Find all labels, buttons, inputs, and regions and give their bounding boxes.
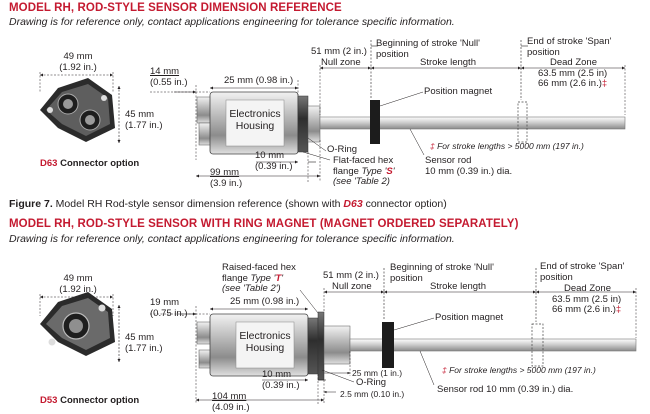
connector-option-label-d53: D53 Connector option <box>40 395 140 406</box>
sensor-rod-label-2: Sensor rod 10 mm (0.39 in.) dia. <box>437 384 574 395</box>
front-height-dim-2: 45 mm (1.77 in.) <box>125 332 163 354</box>
raised-flange-label: Raised-faced hex flange Type 'T' (see 'T… <box>222 262 296 294</box>
connector-front-view-d63 <box>40 78 115 142</box>
connector-front-view-d53 <box>40 292 115 356</box>
front-height-dim-1: 45 mm (1.77 in.) <box>125 109 163 131</box>
begin-stroke-label-1: Beginning of stroke 'Null' position <box>376 38 480 60</box>
front-width-dim-1: 49 mm (1.92 in.) <box>59 51 97 73</box>
overall-dim-2: 104 mm (4.09 in.) <box>212 391 250 413</box>
end-stroke-label-2: End of stroke 'Span' position <box>540 261 625 283</box>
null-zone-label-1: Null zone <box>321 57 361 68</box>
flange-label-1: Flat-faced hex flange Type 'S' (see 'Tab… <box>333 155 395 187</box>
position-magnet-label-2: Position magnet <box>435 312 504 323</box>
dead-zone-dims-2: Dead Zone 63.5 mm (2.5 in) 66 mm (2.6 in… <box>552 283 622 315</box>
stroke-note-1: ‡ For stroke lengths > 5000 mm (197 in.) <box>430 141 584 151</box>
stroke-length-label-2: Stroke length <box>430 281 486 292</box>
gap-2-5-dim: 2.5 mm (0.10 in.) <box>340 389 405 399</box>
sensor-side-view-2 <box>196 311 637 381</box>
figure-7-caption: Figure 7. Model RH Rod-style sensor dime… <box>9 198 447 210</box>
flange-dim-1: 10 mm (0.39 in.) <box>255 150 293 172</box>
dead-zone-dims-1: Dead Zone 63.5 mm (2.5 in) 66 mm (2.6 in… <box>538 57 608 89</box>
section2-subtitle: Drawing is for reference only, contact a… <box>9 233 455 245</box>
housing-dim-1: 25 mm (0.98 in.) <box>224 75 294 86</box>
offset-dim-1: 14 mm (0.55 in.) <box>150 66 188 88</box>
stroke-note-2: ‡ For stroke lengths > 5000 mm (197 in.) <box>442 365 596 375</box>
null-zone-label-2: Null zone <box>332 281 372 292</box>
sensor-side-view-1 <box>196 91 626 155</box>
oring-label-2: O-Ring <box>356 377 387 388</box>
end-stroke-label-1: End of stroke 'Span' position <box>527 36 612 58</box>
sensor-rod-label-1: Sensor rod 10 mm (0.39 in.) dia. <box>425 155 513 177</box>
section1-title: MODEL RH, ROD-STYLE SENSOR DIMENSION REF… <box>9 2 342 14</box>
flange-dim-2: 10 mm (0.39 in.) <box>262 369 300 391</box>
housing-dim-2: 25 mm (0.98 in.) <box>230 296 300 307</box>
begin-stroke-label-2: Beginning of stroke 'Null' position <box>390 262 494 284</box>
section1-subtitle: Drawing is for reference only, contact a… <box>9 16 455 28</box>
position-magnet-label-1: Position magnet <box>424 86 493 97</box>
null-dim-1: 51 mm (2 in.) <box>311 46 367 57</box>
offset-dim-2: 19 mm (0.75 in.) <box>150 297 188 319</box>
gap-25-dim: 25 mm (1 in.) <box>352 368 403 378</box>
overall-dim-1: 99 mm (3.9 in.) <box>210 167 243 189</box>
oring-label-1: O-Ring <box>327 144 358 155</box>
electronics-housing-label-2: Electronics Housing <box>239 330 291 354</box>
electronics-housing-label-1: Electronics Housing <box>229 108 281 132</box>
section2-title: MODEL RH, ROD-STYLE SENSOR WITH RING MAG… <box>9 218 519 230</box>
stroke-length-label-1: Stroke length <box>420 57 476 68</box>
null-dim-2: 51 mm (2 in.) <box>323 270 379 281</box>
front-width-dim-2: 49 mm (1.92 in.) <box>59 273 97 295</box>
connector-option-label-d63: D63 Connector option <box>40 158 140 169</box>
